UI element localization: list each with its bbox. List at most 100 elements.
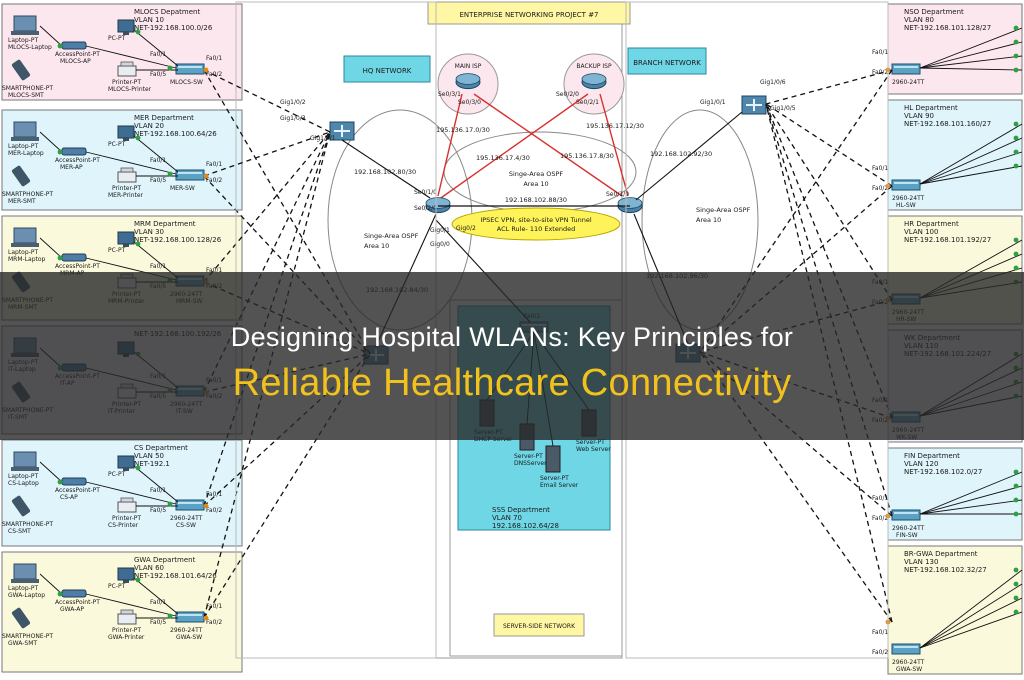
connection-dashed <box>203 353 371 619</box>
laptop-icon <box>13 121 37 138</box>
connection-dashed <box>203 131 331 507</box>
link-status-dot <box>1013 163 1019 169</box>
wan-subnet: 195.136.17.4/30 <box>476 154 530 162</box>
port-label: Gig1/0/3 <box>280 115 306 122</box>
sss-info: 192.168.102.64/28 <box>492 522 559 530</box>
device-label: MER-SMT <box>8 198 36 205</box>
connection-link <box>599 93 629 197</box>
port-label: Fa0/1 <box>872 495 888 502</box>
switch-icon <box>175 169 205 181</box>
sss-info: SSS Department <box>492 506 550 514</box>
device-label: 2960-24TT <box>892 525 925 532</box>
switch-ports <box>178 614 202 616</box>
device-label: MER-Laptop <box>8 150 44 157</box>
server-icon <box>545 445 561 473</box>
title-banner <box>0 272 1024 440</box>
pc-icon <box>117 125 135 139</box>
backup-isp-label: BACKUP ISP <box>576 63 612 70</box>
access-point-icon <box>61 477 87 486</box>
link-status-dot <box>57 43 63 49</box>
device-label: MRM-Laptop <box>8 256 46 263</box>
printer-tray <box>120 167 134 173</box>
connection-link <box>133 465 179 503</box>
printer-tray <box>120 497 134 503</box>
department-info: NET-192.168.101.192/27 <box>904 236 991 244</box>
connection-dashed <box>765 69 893 105</box>
department-info: BR-GWA Department <box>904 550 978 558</box>
port-label: Se0/2/0 <box>556 91 579 98</box>
connection-link <box>85 481 177 505</box>
device-label: SMARTPHONE-PT <box>2 521 53 528</box>
pc-icon <box>117 455 135 469</box>
device-label: PC-PT <box>108 35 126 42</box>
hq-subnet: 192.168.102.80/30 <box>354 168 416 176</box>
device-label: MLOCS-Printer <box>108 86 152 93</box>
department-info: MLOCS Depatment <box>134 8 200 16</box>
department-info: HR Department <box>904 220 959 228</box>
device-label: SMARTPHONE-PT <box>2 191 53 198</box>
connection-link <box>341 139 431 199</box>
port-label: Se0/1/0 <box>414 189 437 196</box>
smartphone-icon <box>11 165 31 187</box>
connection-link <box>919 499 1023 515</box>
device-label: Server-PT <box>540 475 569 482</box>
vpn-note: IPSEC VPN, site-to-site VPN Tunnel <box>480 216 592 224</box>
pc-icon <box>117 19 135 33</box>
link-status-dot <box>203 67 209 73</box>
link-status-dot <box>135 135 141 141</box>
link-status-dot <box>1013 135 1019 141</box>
connection-link <box>919 611 1023 649</box>
link-status-dot <box>1013 39 1019 45</box>
pc-stand <box>123 580 129 583</box>
connection-link <box>919 123 1023 185</box>
connection-link <box>133 577 179 615</box>
port-label: Fa0/5 <box>150 177 166 184</box>
department-info: GWA Department <box>134 556 196 564</box>
device-label: CS-Printer <box>108 522 139 529</box>
device-label: PC-PT <box>108 583 126 590</box>
device-label: FIN-SW <box>896 532 918 539</box>
project-title-box <box>427 1 631 25</box>
department-info: NSO Department <box>904 8 964 16</box>
device-label: AccessPoint-PT <box>55 157 100 164</box>
port-label: Fa0/1 <box>206 55 222 62</box>
port-label: Fa0/1 <box>872 165 888 172</box>
device-label: MLOCS-SW <box>170 79 203 86</box>
branch-subnet: 192.168.102.92/30 <box>650 150 712 158</box>
device-label: Web Server <box>576 446 611 453</box>
printer-icon <box>117 501 137 513</box>
device-label: GWA-SMT <box>8 640 37 647</box>
switch-icon <box>891 179 921 191</box>
link-status-dot <box>1013 251 1019 257</box>
device-label: PC-PT <box>108 247 126 254</box>
department-info: VLAN 20 <box>134 122 164 130</box>
pc-stand <box>123 138 129 141</box>
device-label: 2960-24TT <box>170 627 203 634</box>
connection-link <box>919 67 1023 71</box>
laptop-base <box>11 579 39 583</box>
switch-ports <box>178 502 202 504</box>
connection-dashed <box>203 131 331 283</box>
device-label: DNSServer <box>514 460 547 467</box>
printer-tray <box>120 609 134 615</box>
port-label: Fa0/2 <box>206 507 222 514</box>
port-label: Fa0/1 <box>150 487 166 494</box>
link-status-dot <box>135 465 141 471</box>
device-label: Laptop-PT <box>8 37 38 44</box>
port-label: Gig1/0/1 <box>700 99 726 106</box>
printer-icon <box>117 613 137 625</box>
link-status-dot <box>1013 237 1019 243</box>
department-info: MRM Department <box>134 220 196 228</box>
branch-network-label: BRANCH NETWORK <box>633 59 701 67</box>
ospf-label: Singe-Area OSPF <box>364 232 419 240</box>
connection-dashed <box>699 69 893 353</box>
device-label: AccessPoint-PT <box>55 487 100 494</box>
link-status-dot <box>1013 609 1019 615</box>
connection-link <box>919 471 1023 515</box>
device-label: SMARTPHONE-PT <box>2 85 53 92</box>
connection-link <box>919 41 1023 69</box>
department-info: VLAN 90 <box>904 112 934 120</box>
port-label: Fa0/1 <box>206 603 222 610</box>
port-label: Gig0/1 <box>430 227 450 234</box>
laptop-base <box>11 31 39 35</box>
